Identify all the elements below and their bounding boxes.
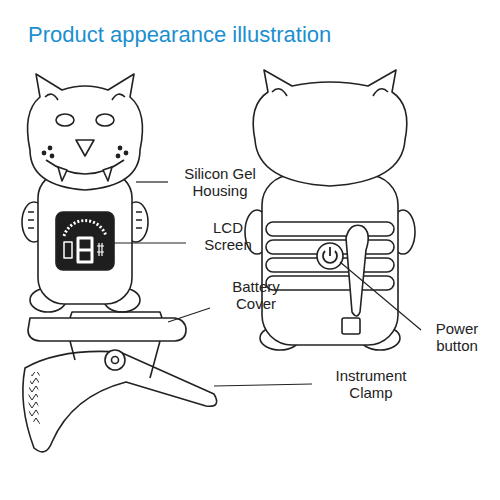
part-label: Silicon Gel Housing <box>172 165 268 199</box>
page-title: Product appearance illustration <box>28 22 331 48</box>
part-label: LCD Screen <box>190 219 266 253</box>
part-label: Battery Cover <box>214 278 298 312</box>
part-label: Instrument Clamp <box>316 367 426 401</box>
part-label: Power button <box>424 320 490 354</box>
